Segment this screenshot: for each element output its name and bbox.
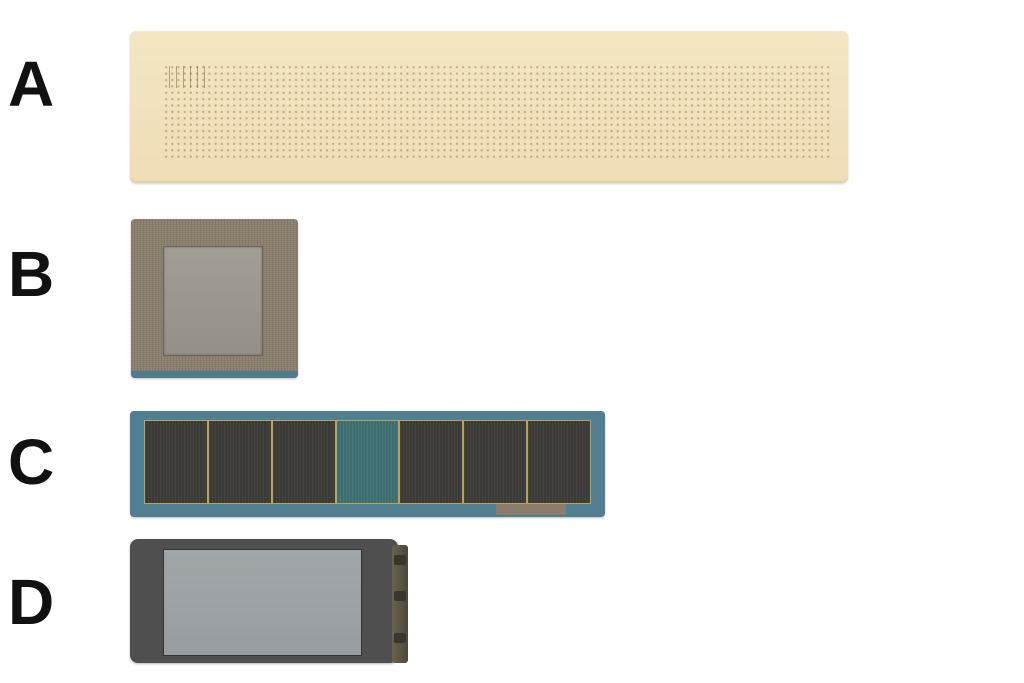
connector-knob-top <box>394 555 406 565</box>
slat-row <box>144 420 591 504</box>
connector-knob-bottom <box>394 633 406 643</box>
label-d: D <box>8 566 55 638</box>
label-b: B <box>8 238 55 310</box>
slat <box>336 421 401 503</box>
dark-display-device <box>130 539 398 663</box>
label-c: C <box>8 426 55 498</box>
slat <box>272 421 337 503</box>
small-screen <box>163 246 263 356</box>
slat <box>464 421 529 503</box>
slat <box>145 421 209 503</box>
slat <box>208 421 273 503</box>
connector-knob-middle <box>394 591 406 601</box>
device-side-connector <box>392 545 408 663</box>
braille-display-panel <box>130 31 848 183</box>
label-a: A <box>8 48 55 120</box>
slat-panel-device <box>130 411 605 517</box>
large-screen <box>163 549 362 656</box>
textile-square-device <box>131 219 298 378</box>
panel-tab <box>496 504 566 515</box>
braille-dot-grid <box>163 64 833 161</box>
device-base <box>131 371 298 378</box>
cursor-marks <box>169 66 209 88</box>
slat <box>400 421 465 503</box>
slat <box>528 421 591 503</box>
